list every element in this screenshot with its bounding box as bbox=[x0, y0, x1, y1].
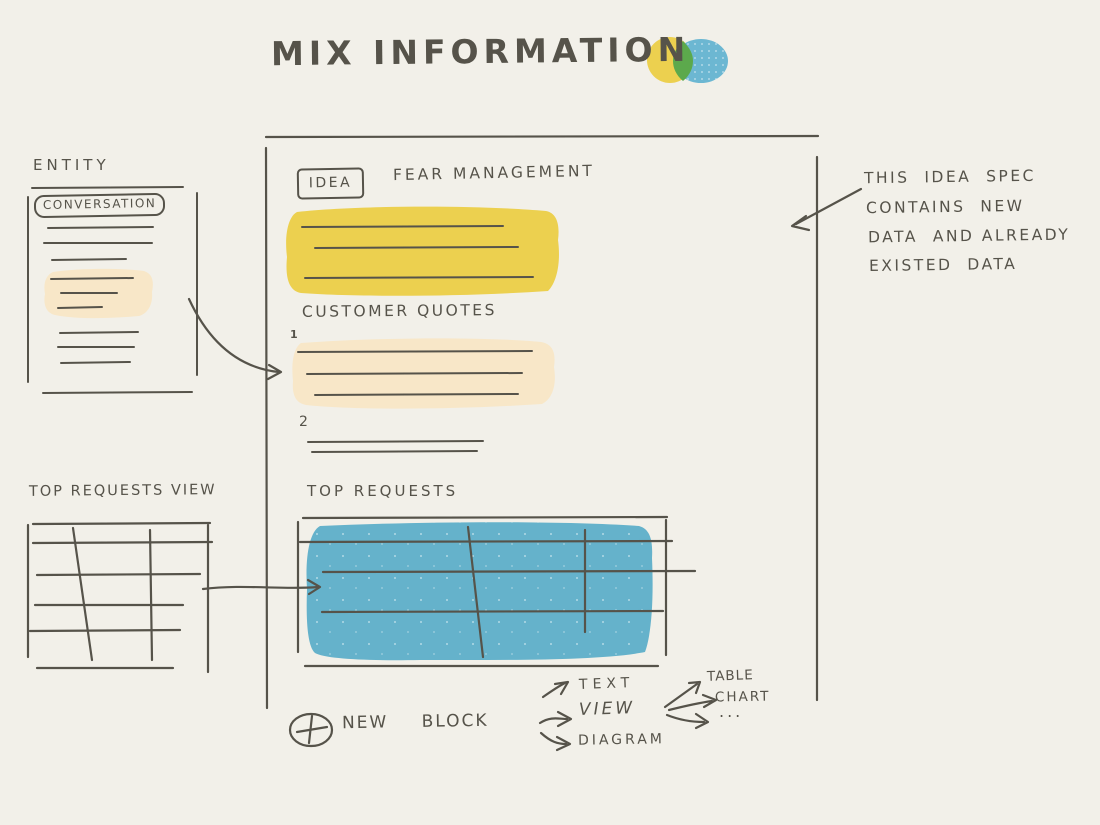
arrow-entity-to-quote bbox=[187, 297, 283, 381]
view-option-table: TABLE bbox=[706, 667, 754, 685]
text-line bbox=[50, 277, 134, 280]
top-requests-view-label: TOP REQUESTS VIEW bbox=[28, 482, 217, 500]
table-row-line bbox=[298, 539, 674, 544]
plus-icon bbox=[288, 712, 334, 748]
table-row-line bbox=[35, 572, 202, 577]
entity-card-bottom-border bbox=[42, 391, 193, 394]
idea-badge: IDEA bbox=[296, 167, 365, 200]
quote-2-number: 2 bbox=[299, 414, 308, 430]
annotation-note-line: DATA AND ALREADY bbox=[867, 225, 1071, 247]
conversation-badge: CONVERSATION bbox=[33, 192, 166, 218]
annotation-note-line: EXISTED DATA bbox=[868, 254, 1018, 276]
text-line bbox=[57, 306, 103, 309]
idea-text-lines bbox=[301, 225, 534, 279]
annotation-note-line: CONTAINS NEW bbox=[865, 196, 1025, 218]
table-column-line bbox=[71, 526, 94, 662]
table-column-line bbox=[148, 528, 154, 662]
new-block-label: NEW BLOCK bbox=[341, 710, 489, 734]
arrow-block-to-view bbox=[538, 710, 573, 728]
customer-quotes-heading: CUSTOMER QUOTES bbox=[301, 301, 497, 321]
top-requests-view-table-grid bbox=[26, 521, 214, 674]
text-line bbox=[306, 372, 523, 375]
panel-top-border bbox=[264, 134, 820, 139]
view-option-more: ... bbox=[719, 702, 744, 721]
arrow-view-to-table-option bbox=[663, 680, 702, 709]
top-requests-table-texture bbox=[306, 522, 653, 661]
text-line bbox=[304, 276, 534, 279]
arrow-view-to-more-option bbox=[665, 712, 710, 730]
idea-spec-panel-frame bbox=[264, 134, 820, 710]
table-top-border bbox=[31, 521, 212, 526]
top-requests-table-grid bbox=[296, 515, 697, 668]
venn-overlap bbox=[673, 41, 693, 81]
table-row-line bbox=[320, 609, 665, 614]
venn-diagram-icon bbox=[647, 37, 728, 83]
new-block-option-diagram: DIAGRAM bbox=[577, 731, 666, 749]
quote1-text-lines bbox=[297, 350, 533, 396]
quote2-text-lines bbox=[307, 440, 484, 453]
entity-card-text-lines bbox=[43, 226, 154, 364]
arrow-view-to-table bbox=[201, 578, 322, 596]
text-line bbox=[47, 226, 154, 229]
text-line bbox=[311, 450, 478, 453]
entity-label: ENTITY bbox=[33, 156, 110, 174]
arrow-note-to-panel bbox=[790, 187, 863, 232]
text-line bbox=[307, 440, 484, 443]
table-row-line bbox=[31, 540, 214, 545]
new-block-option-view: VIEW bbox=[578, 698, 636, 720]
entity-card-frame bbox=[27, 186, 198, 394]
text-line bbox=[60, 361, 131, 364]
annotation-note-line: THIS IDEA SPEC bbox=[863, 166, 1037, 188]
text-line bbox=[314, 246, 519, 249]
table-row-line bbox=[321, 569, 697, 574]
idea-highlight-blob bbox=[286, 206, 559, 296]
arrow-view-to-chart-option bbox=[667, 693, 718, 712]
page-title: MIX INFORMATION bbox=[270, 29, 691, 74]
table-top-border bbox=[301, 515, 669, 520]
text-line bbox=[301, 225, 504, 228]
quote-1-number: 1 bbox=[290, 328, 298, 341]
text-line bbox=[297, 350, 533, 353]
text-line bbox=[59, 331, 139, 334]
arrow-block-to-diagram bbox=[539, 731, 572, 752]
table-column-line bbox=[466, 525, 485, 659]
entity-card-top-border bbox=[31, 186, 184, 189]
top-requests-heading: TOP REQUESTS bbox=[307, 482, 459, 500]
new-block-option-text: TEXT bbox=[578, 675, 635, 693]
text-line bbox=[51, 258, 127, 261]
arrow-block-to-text bbox=[541, 680, 570, 699]
text-line bbox=[314, 393, 519, 396]
table-row-line bbox=[28, 628, 182, 633]
panel-left-border bbox=[264, 146, 269, 710]
